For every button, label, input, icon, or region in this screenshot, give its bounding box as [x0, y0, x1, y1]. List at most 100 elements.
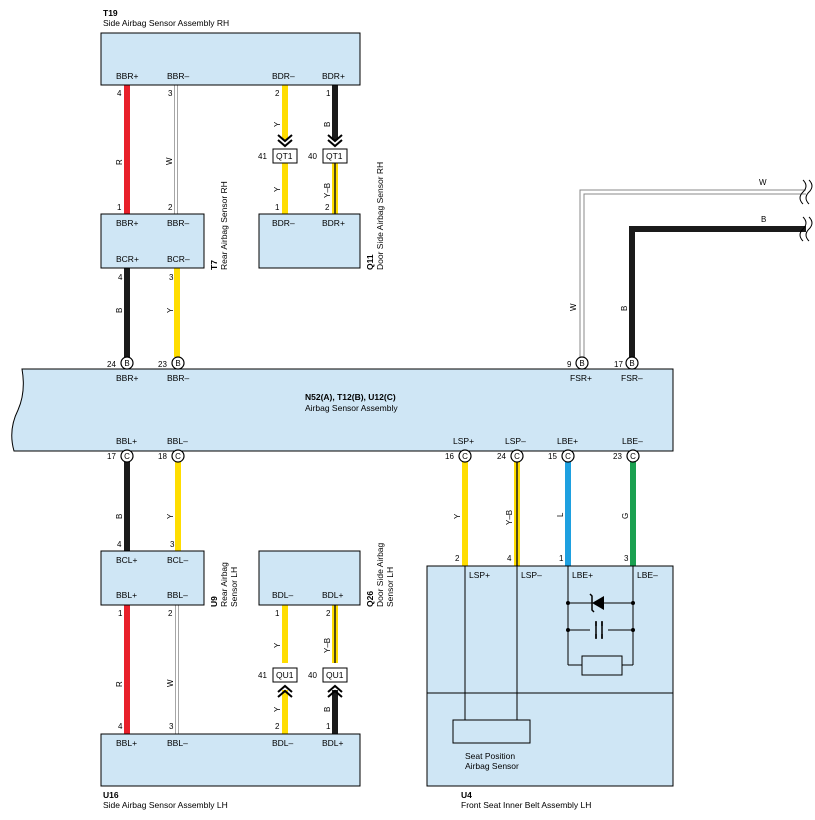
- n52-top-pin-2: 23: [158, 360, 167, 369]
- n52-box: [11, 368, 674, 452]
- wire-label: B: [115, 514, 124, 519]
- n52-top-conn-1: B: [124, 359, 129, 368]
- t19-term-4: BDR+: [322, 71, 345, 81]
- n52-bot-conn-6: C: [630, 452, 636, 461]
- q11-term-2: BDR+: [322, 218, 345, 228]
- u16-term-3: BDL–: [272, 738, 294, 748]
- u4-pin-1: 2: [455, 554, 460, 563]
- n52-top-conn-2: B: [175, 359, 180, 368]
- u4-box: [426, 565, 674, 787]
- u9-pin-top-2: 3: [170, 540, 175, 549]
- n52-top-term-3: FSR+: [570, 373, 592, 383]
- n52-bot-pin-4: 24: [497, 452, 506, 461]
- q26-name-1: Door Side Airbag: [375, 542, 385, 607]
- wire-fsr-plus-white: [579, 189, 806, 357]
- u9-term-top-2: BCL–: [167, 555, 189, 565]
- n52-bot-conn-3: C: [462, 452, 468, 461]
- wire-fsr-minus-black: [629, 226, 806, 357]
- n52-bot-pin-5: 15: [548, 452, 557, 461]
- wire-label: Y: [273, 706, 282, 712]
- n52-bot-term-5: LBE+: [557, 436, 578, 446]
- t7-term-bot-1: BCR+: [116, 254, 139, 264]
- u4-internal-wiring: [464, 566, 634, 720]
- wire-label: W: [569, 303, 578, 311]
- wire-label: Y: [273, 186, 282, 192]
- junction-dots: [566, 601, 635, 632]
- n52-bot-conn-4: C: [514, 452, 520, 461]
- wire-label: B: [115, 308, 124, 313]
- qt1-label-2: QT1: [326, 151, 343, 161]
- qu1-connector: QU1 QU1 41 40: [258, 667, 348, 698]
- q26-name-2: Sensor LH: [385, 567, 395, 607]
- u16-pin-4: 1: [326, 722, 331, 731]
- u9-pin-top-1: 4: [117, 540, 122, 549]
- wire-label: Y: [166, 513, 175, 519]
- n52-bot-pin-2: 18: [158, 452, 167, 461]
- u4-term-3: LBE+: [572, 570, 593, 580]
- wire-label: B: [323, 122, 332, 127]
- q11-pin-1: 1: [275, 203, 280, 212]
- n52-bot-pin-1: 17: [107, 452, 116, 461]
- u9-box: [100, 550, 205, 606]
- q26-code: Q26: [365, 591, 375, 607]
- n52-bottom-connector-marks: C C C C C C: [120, 449, 640, 463]
- u4-sensor-line-1: Seat Position: [465, 751, 515, 761]
- u9-pin-bot-2: 2: [168, 609, 173, 618]
- zener-diode-icon: [589, 593, 604, 613]
- n52-top-pin-4: 17: [614, 360, 623, 369]
- q11-term-1: BDR–: [272, 218, 295, 228]
- t7-name: Rear Airbag Sensor RH: [219, 181, 229, 270]
- u4-code: U4: [461, 790, 472, 800]
- u9-name-2: Sensor LH: [229, 567, 239, 607]
- t19-term-2: BBR–: [167, 71, 189, 81]
- t19-box: [100, 32, 361, 86]
- n52-bot-conn-1: C: [124, 452, 130, 461]
- t7-box: [100, 213, 205, 269]
- wire-label: Y: [453, 513, 462, 519]
- n52-top-term-1: BBR+: [116, 373, 138, 383]
- qu1-pin-2: 40: [308, 671, 317, 680]
- wire-label: W: [166, 679, 175, 687]
- wire-label: Y–B: [323, 638, 332, 653]
- u16-pin-3: 2: [275, 722, 280, 731]
- n52-bot-term-6: LBE–: [622, 436, 643, 446]
- wire-label: R: [115, 681, 124, 687]
- wire-label: Y: [166, 307, 175, 313]
- wire-label: L: [556, 512, 565, 517]
- qu1-label-2: QU1: [326, 670, 344, 680]
- n52-top-pin-3: 9: [567, 360, 572, 369]
- u16-pin-1: 4: [118, 722, 123, 731]
- u9-term-top-1: BCL+: [116, 555, 138, 565]
- u16-code: U16: [103, 790, 119, 800]
- u16-pin-2: 3: [169, 722, 174, 731]
- n52-bot-term-1: BBL+: [116, 436, 137, 446]
- n52-bot-conn-2: C: [175, 452, 181, 461]
- wire-label: B: [620, 306, 629, 311]
- n52-top-conn-4: B: [629, 359, 634, 368]
- u4-pin-4: 3: [624, 554, 629, 563]
- u16-term-2: BBL–: [167, 738, 188, 748]
- u4-sensor-line-2: Airbag Sensor: [465, 761, 519, 771]
- resistor-icon: [581, 655, 623, 676]
- qu1-label-1: QU1: [276, 670, 294, 680]
- t19-pin-4: 1: [326, 89, 331, 98]
- n52-top-pin-1: 24: [107, 360, 116, 369]
- u9-term-bot-2: BBL–: [167, 590, 188, 600]
- t7-pin-top-2: 2: [168, 203, 173, 212]
- t19-pin-2: 3: [168, 89, 173, 98]
- t7-term-bot-2: BCR–: [167, 254, 190, 264]
- t19-term-1: BBR+: [116, 71, 138, 81]
- wire-label: R: [115, 159, 124, 165]
- u4-term-4: LBE–: [637, 570, 658, 580]
- wire-label: B: [323, 707, 332, 712]
- n52-name: Airbag Sensor Assembly: [305, 403, 398, 413]
- u16-term-1: BBL+: [116, 738, 137, 748]
- qt1-pin-1: 41: [258, 152, 267, 161]
- t19-code: T19: [103, 8, 118, 18]
- t7-pin-bot-1: 4: [118, 273, 123, 282]
- q26-term-2: BDL+: [322, 590, 344, 600]
- t19-term-3: BDR–: [272, 71, 295, 81]
- q11-code: Q11: [365, 254, 375, 270]
- t7-term-top-2: BBR–: [167, 218, 189, 228]
